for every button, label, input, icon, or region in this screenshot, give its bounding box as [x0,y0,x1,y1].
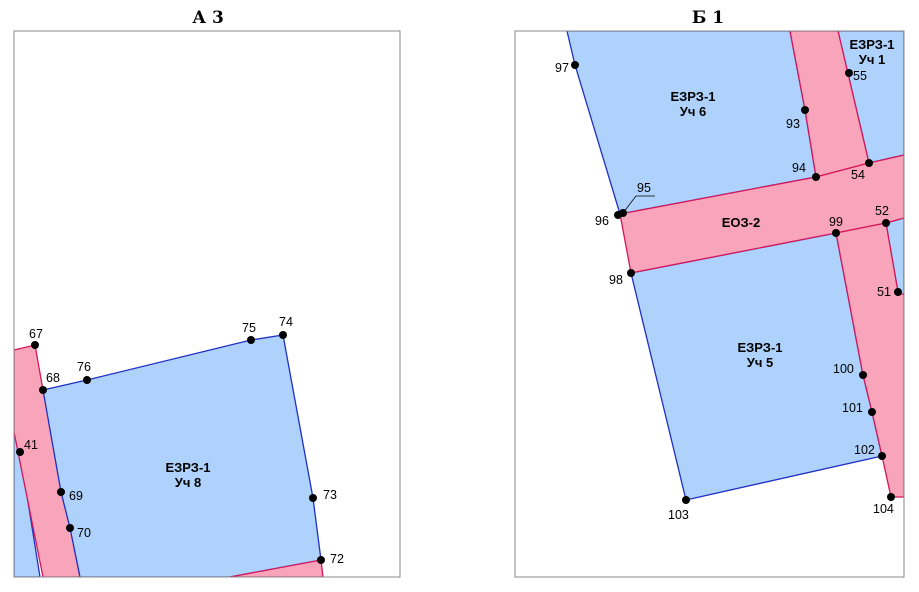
panel-b-map [566,31,904,501]
point-41 [16,448,24,456]
zone-label-uch1-name: Уч 1 [859,52,885,67]
point-100 [859,371,867,379]
point-label-93: 93 [786,117,800,131]
point-96 [614,211,622,219]
panel-b-zone-labels: ЕЗРЗ-1 Уч 6 ЕЗРЗ-1 Уч 1 ЕОЗ-2 ЕЗРЗ-1 Уч … [670,37,894,370]
point-98 [627,269,635,277]
point-51 [894,288,902,296]
zone-label-uch1-code: ЕЗРЗ-1 [849,37,894,52]
point-55 [845,69,853,77]
point-label-74: 74 [279,315,293,329]
zone-label-eoz2: ЕОЗ-2 [722,215,761,230]
point-73 [309,494,317,502]
point-97 [571,61,579,69]
zone-label-uch5-name: Уч 5 [747,355,773,370]
point-75 [247,336,255,344]
point-label-52: 52 [875,204,889,218]
point-label-100: 100 [833,362,854,376]
point-102 [878,452,886,460]
panel-b-pink-strip-vertical-bottom [835,222,904,498]
panel-a-bottom-pink-strip [229,559,324,577]
panel-a-frame [13,30,401,578]
panel-b-title: Б 1 [691,8,725,28]
point-67 [31,341,39,349]
point-label-76: 76 [77,360,91,374]
point-93 [801,106,809,114]
point-label-54: 54 [851,168,865,182]
zone-label-uch6-name: Уч 6 [680,104,706,119]
point-label-97: 97 [555,61,569,75]
point-99 [832,229,840,237]
point-104 [887,493,895,501]
point-70 [66,524,74,532]
point-52 [882,219,890,227]
point-label-98: 98 [609,273,623,287]
point-label-95: 95 [637,181,651,195]
point-label-67: 67 [29,327,43,341]
panel-a-zone-label: ЕЗРЗ-1 Уч 8 [165,460,210,490]
point-label-72: 72 [330,552,344,566]
panel-b-frame [514,30,905,578]
point-label-55: 55 [853,69,867,83]
zone-label-uch8-name: Уч 8 [175,475,201,490]
point-76 [83,376,91,384]
panel-a-points: 67 68 76 75 74 41 69 70 73 72 [16,315,344,566]
point-label-68: 68 [46,371,60,385]
point-103 [682,496,690,504]
zone-label-uch8-code: ЕЗРЗ-1 [165,460,210,475]
point-label-69: 69 [69,489,83,503]
point-72 [317,556,325,564]
zone-label-uch6-code: ЕЗРЗ-1 [670,89,715,104]
point-label-104: 104 [873,502,894,516]
point-label-75: 75 [242,321,256,335]
point-68 [39,386,47,394]
point-label-96: 96 [595,214,609,228]
panel-b-pink-strip-eoz2 [619,154,904,274]
panel-b-points: 97 93 94 55 54 95 96 99 52 98 51 100 101… [555,61,902,522]
point-label-51: 51 [877,285,891,299]
point-label-41: 41 [24,438,38,452]
point-label-102: 102 [854,443,875,457]
point-101 [868,408,876,416]
point-label-70: 70 [77,526,91,540]
point-54 [865,159,873,167]
point-label-99: 99 [829,215,843,229]
point-94 [812,173,820,181]
point-label-94: 94 [792,161,806,175]
point-label-103: 103 [668,508,689,522]
panel-a-map [14,334,324,577]
zone-label-uch5-code: ЕЗРЗ-1 [737,340,782,355]
point-74 [279,331,287,339]
point-label-101: 101 [842,401,863,415]
panel-a-title: А 3 [192,8,224,28]
point-label-73: 73 [323,488,337,502]
point-69 [57,488,65,496]
